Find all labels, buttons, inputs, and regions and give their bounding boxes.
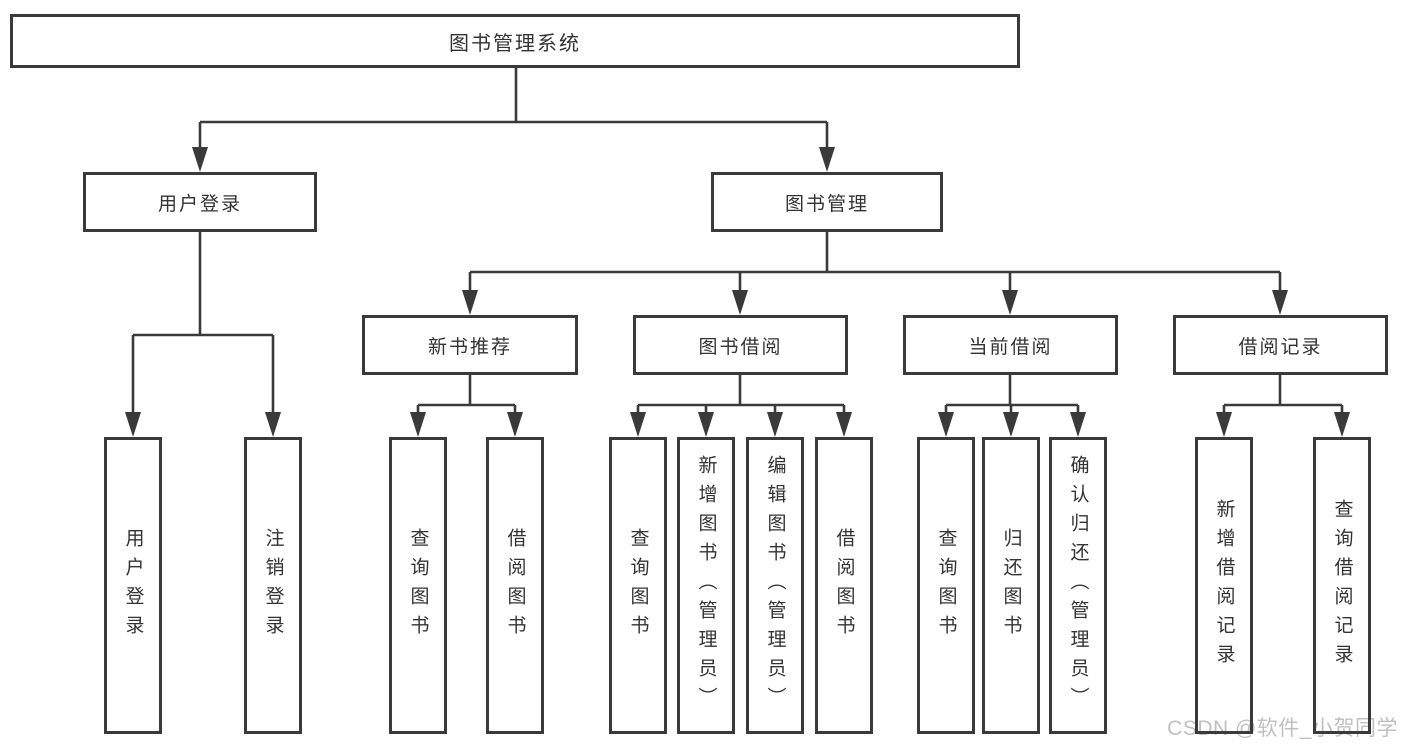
leaf-label: 用户登录 (122, 527, 144, 644)
leaf-current-confirm-return-admin: 确认归还（管理员） (1049, 437, 1107, 734)
leaf-label: 借阅图书 (833, 527, 855, 644)
leaf-label: 查询图书 (935, 527, 957, 644)
arrow-icon (698, 412, 714, 437)
arrow-icon (507, 412, 523, 437)
leaf-logout: 注销登录 (244, 437, 302, 734)
arrow-icon (938, 412, 954, 437)
arrow-icon (265, 412, 281, 437)
leaf-records-query-record: 查询借阅记录 (1313, 437, 1371, 734)
arrow-icon (1002, 290, 1018, 315)
leaf-label: 查询图书 (627, 527, 649, 644)
node-label: 当前借阅 (968, 336, 1053, 358)
node-book-management: 图书管理 (711, 172, 943, 232)
leaf-label: 查询图书 (407, 527, 429, 644)
leaf-borrow-edit-books-admin: 编辑图书（管理员） (746, 437, 804, 734)
node-new-book-recommend: 新书推荐 (362, 315, 578, 375)
arrow-icon (767, 412, 783, 437)
leaf-newbook-query-books: 查询图书 (389, 437, 447, 734)
arrow-icon (1334, 412, 1350, 437)
node-borrow-records: 借阅记录 (1173, 315, 1388, 375)
node-label: 借阅记录 (1238, 336, 1323, 358)
arrow-icon (1272, 290, 1288, 315)
leaf-borrow-borrow-books: 借阅图书 (815, 437, 873, 734)
arrow-icon (1216, 412, 1232, 437)
node-label: 图书管理系统 (449, 32, 581, 55)
arrow-icon (410, 412, 426, 437)
leaf-borrow-add-books-admin: 新增图书（管理员） (677, 437, 735, 734)
arrow-icon (125, 412, 141, 437)
leaf-label: 查询借阅记录 (1331, 498, 1353, 673)
node-root: 图书管理系统 (10, 14, 1020, 68)
arrow-icon (192, 147, 208, 172)
arrow-icon (1070, 412, 1086, 437)
leaf-label: 借阅图书 (504, 527, 526, 644)
leaf-records-add-record: 新增借阅记录 (1195, 437, 1253, 734)
leaf-label: 新增借阅记录 (1213, 498, 1235, 673)
connector-path (131, 68, 1344, 414)
leaf-current-return-books: 归还图书 (982, 437, 1040, 734)
leaf-borrow-query-books: 查询图书 (609, 437, 667, 734)
leaf-user-login: 用户登录 (104, 437, 162, 734)
arrow-icon (836, 412, 852, 437)
arrow-icon (630, 412, 646, 437)
leaf-newbook-borrow-books: 借阅图书 (486, 437, 544, 734)
node-label: 用户登录 (157, 193, 242, 215)
watermark: CSDN @软件_小贺同学 (1167, 717, 1398, 740)
arrow-icon (1003, 412, 1019, 437)
arrow-icon (462, 290, 478, 315)
arrow-icon (819, 147, 835, 172)
node-user-login: 用户登录 (83, 172, 317, 232)
node-label: 图书借阅 (698, 336, 783, 358)
leaf-current-query-books: 查询图书 (917, 437, 975, 734)
arrowheads (125, 147, 1350, 437)
leaf-label: 归还图书 (1000, 527, 1022, 644)
node-label: 图书管理 (784, 193, 869, 215)
leaf-label: 编辑图书（管理员） (764, 455, 786, 716)
node-current-borrowing: 当前借阅 (903, 315, 1118, 375)
node-book-borrowing: 图书借阅 (633, 315, 848, 375)
leaf-label: 新增图书（管理员） (695, 455, 717, 716)
leaf-label: 注销登录 (262, 527, 284, 644)
node-label: 新书推荐 (427, 336, 512, 358)
arrow-icon (732, 290, 748, 315)
leaf-label: 确认归还（管理员） (1067, 455, 1089, 716)
